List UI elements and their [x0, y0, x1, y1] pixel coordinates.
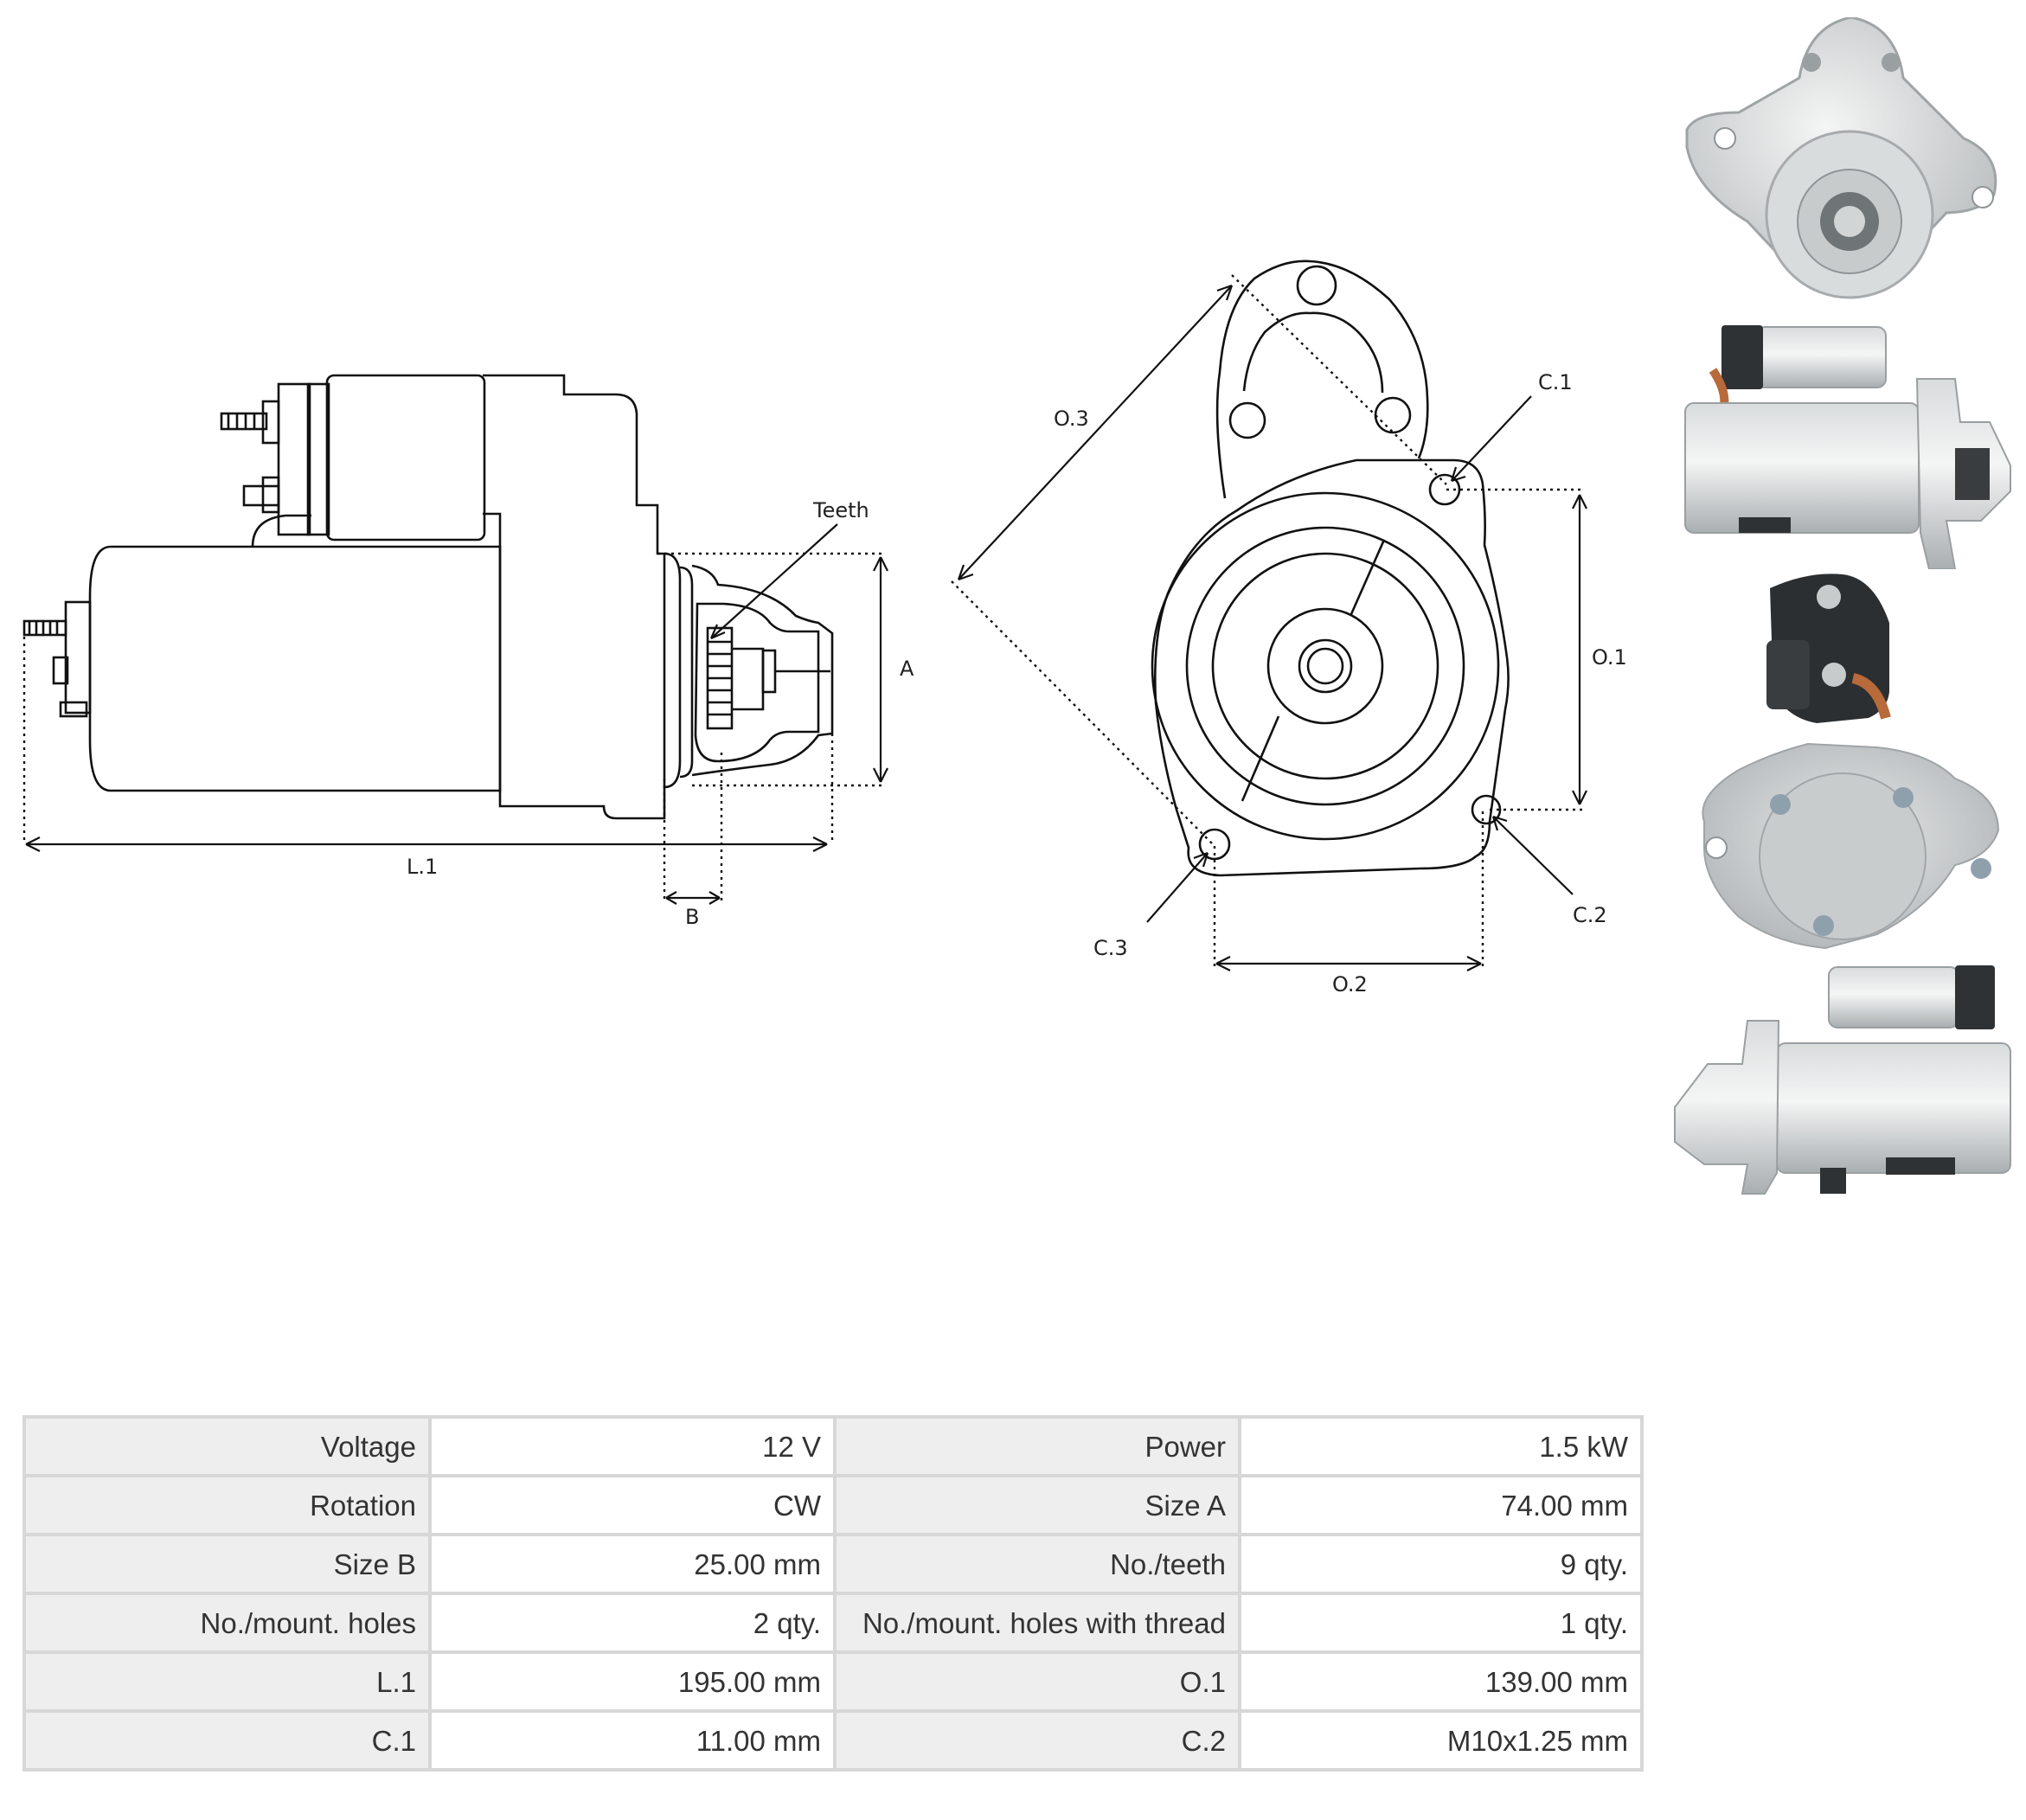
- drive-housing: [483, 374, 666, 820]
- mounting-flange: [1153, 458, 1510, 877]
- mount-hole-c3: [1198, 828, 1231, 861]
- top-mount-ear: [1215, 260, 1429, 499]
- technical-drawing: A Teeth L.1 B: [22, 260, 1627, 997]
- dimension-l1-label: L.1: [407, 855, 438, 879]
- shaft-boss: [1266, 607, 1384, 725]
- starter-rear-photo: [1702, 574, 2000, 950]
- motor-housing: [88, 545, 502, 792]
- spec-label: O.1: [833, 1650, 1241, 1713]
- spec-value: 25.00 mm: [428, 1533, 837, 1595]
- spec-label: C.1: [22, 1709, 432, 1772]
- spec-value: 74.00 mm: [1238, 1474, 1644, 1536]
- end-cap: [64, 600, 92, 715]
- dimension-a-label: A: [900, 657, 914, 681]
- spec-label: Voltage: [22, 1415, 432, 1477]
- spec-value: 9 qty.: [1238, 1533, 1644, 1595]
- spec-value: M10x1.25 mm: [1238, 1709, 1644, 1772]
- spec-value: 1.5 kW: [1238, 1415, 1644, 1477]
- dimension-c3-label: C.3: [1093, 936, 1128, 960]
- spec-label: Size A: [833, 1474, 1241, 1536]
- spec-label: No./mount. holes: [22, 1592, 432, 1654]
- spec-value: 11.00 mm: [428, 1709, 837, 1772]
- spec-value: 2 qty.: [428, 1592, 837, 1654]
- teeth-label: Teeth: [812, 498, 869, 522]
- spec-value: 1 qty.: [1238, 1592, 1644, 1654]
- side-view: A Teeth L.1 B: [22, 374, 914, 929]
- starter-front-photo: [1685, 17, 1997, 299]
- front-view: O.3 O.1 O.2 C.1 C.2 C.3: [951, 260, 1627, 997]
- mount-hole-c1: [1428, 473, 1461, 506]
- spec-value: 195.00 mm: [428, 1650, 837, 1713]
- pinion-nose: [691, 564, 834, 777]
- top-mount-hole: [1296, 265, 1337, 306]
- dimension-o1-label: O.1: [1592, 645, 1627, 670]
- spec-label: Rotation: [22, 1474, 432, 1536]
- dimension-o3-label: O.3: [1054, 407, 1089, 431]
- housing-outer-ring: [1151, 491, 1500, 841]
- spec-value: CW: [428, 1474, 837, 1536]
- solenoid: [325, 374, 486, 542]
- dimension-c2-label: C.2: [1573, 903, 1607, 927]
- spec-label: Size B: [22, 1533, 432, 1595]
- dimension-b-label: B: [685, 905, 699, 929]
- solenoid-stud: [220, 412, 268, 431]
- spec-label: No./mount. holes with thread: [833, 1592, 1241, 1654]
- spec-label: C.2: [833, 1709, 1241, 1772]
- dimension-c1-label: C.1: [1538, 370, 1573, 394]
- spec-label: No./teeth: [833, 1533, 1241, 1595]
- spec-value: 12 V: [428, 1415, 837, 1477]
- spec-value: 139.00 mm: [1238, 1650, 1644, 1713]
- starter-side-photo: [1684, 325, 2011, 569]
- dimension-o2-label: O.2: [1332, 972, 1368, 997]
- spec-label: L.1: [22, 1650, 432, 1713]
- spec-label: Power: [833, 1415, 1241, 1477]
- starter-side-photo-2: [1674, 965, 2011, 1195]
- mount-hole-c2: [1471, 794, 1502, 825]
